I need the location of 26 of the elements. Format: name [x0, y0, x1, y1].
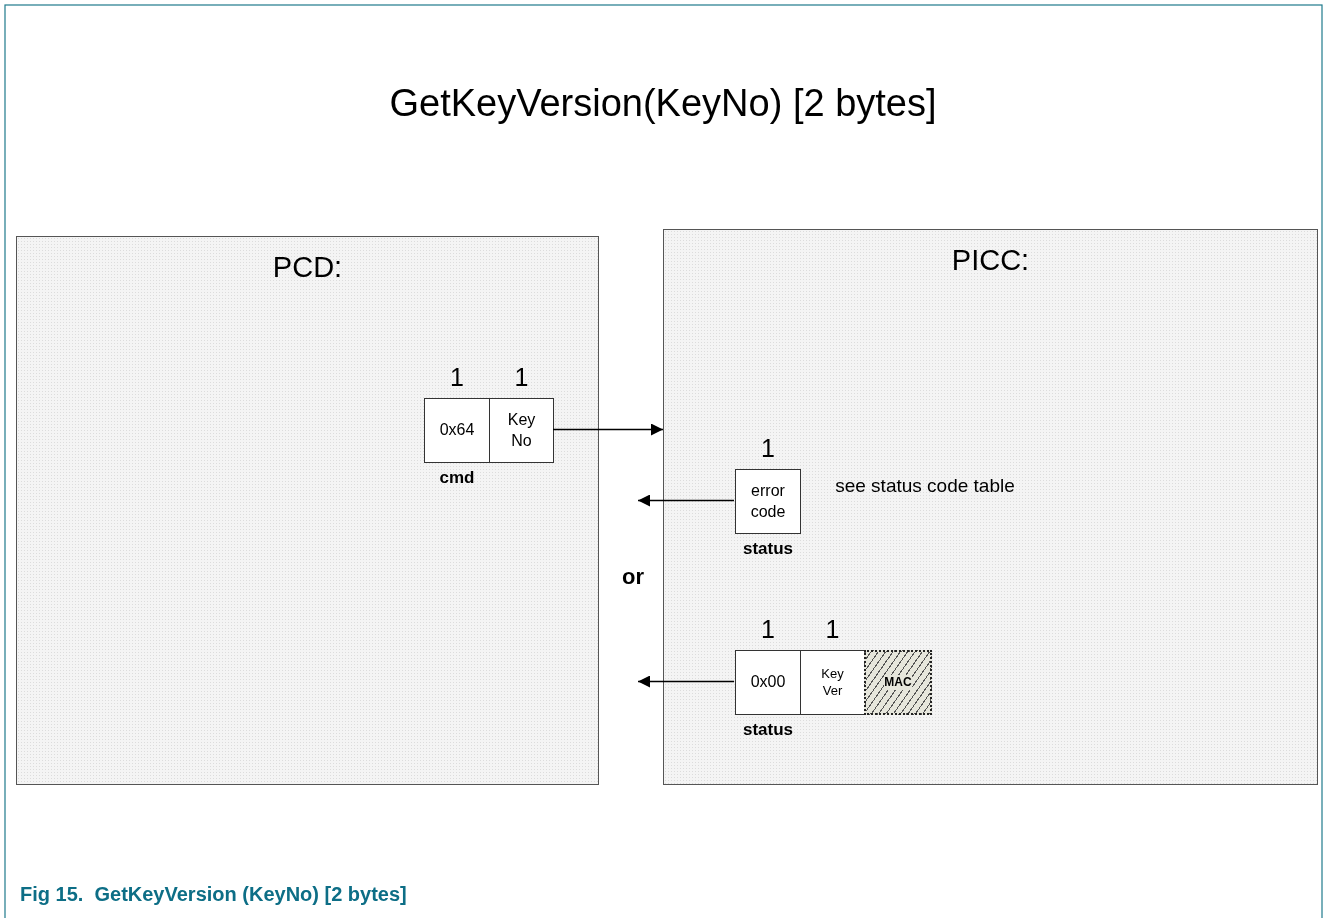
figure-caption: Fig 15. GetKeyVersion (KeyNo) [2 bytes]: [20, 883, 407, 906]
arrow: [637, 675, 735, 688]
panel-title: PCD:: [271, 251, 344, 284]
field-group-label: status: [741, 539, 795, 559]
byte-count: 1: [449, 363, 465, 392]
field-group-label: cmd: [438, 468, 476, 488]
field-label: 0x00: [750, 672, 786, 693]
field-label: MAC: [884, 674, 912, 691]
alternative-label: or: [621, 563, 645, 591]
field-label: Key No: [506, 409, 537, 451]
note-text: see status code table: [834, 474, 1016, 498]
field-group-label: status: [741, 720, 795, 740]
field-label: 0x64: [439, 420, 475, 441]
byte-count: 1: [760, 615, 776, 644]
arrow: [637, 494, 735, 507]
field-label: error code: [749, 480, 787, 522]
field-label: Key Ver: [820, 665, 845, 700]
panel: [16, 236, 599, 785]
byte-count: 1: [824, 615, 841, 644]
panel: [663, 229, 1318, 785]
byte-count: 1: [513, 363, 530, 392]
diagram-title: GetKeyVersion(KeyNo) [2 bytes]: [388, 82, 938, 125]
panel-title: PICC:: [950, 244, 1031, 277]
arrow: [552, 423, 664, 436]
byte-count: 1: [760, 434, 776, 463]
hatched-field: [864, 650, 932, 715]
